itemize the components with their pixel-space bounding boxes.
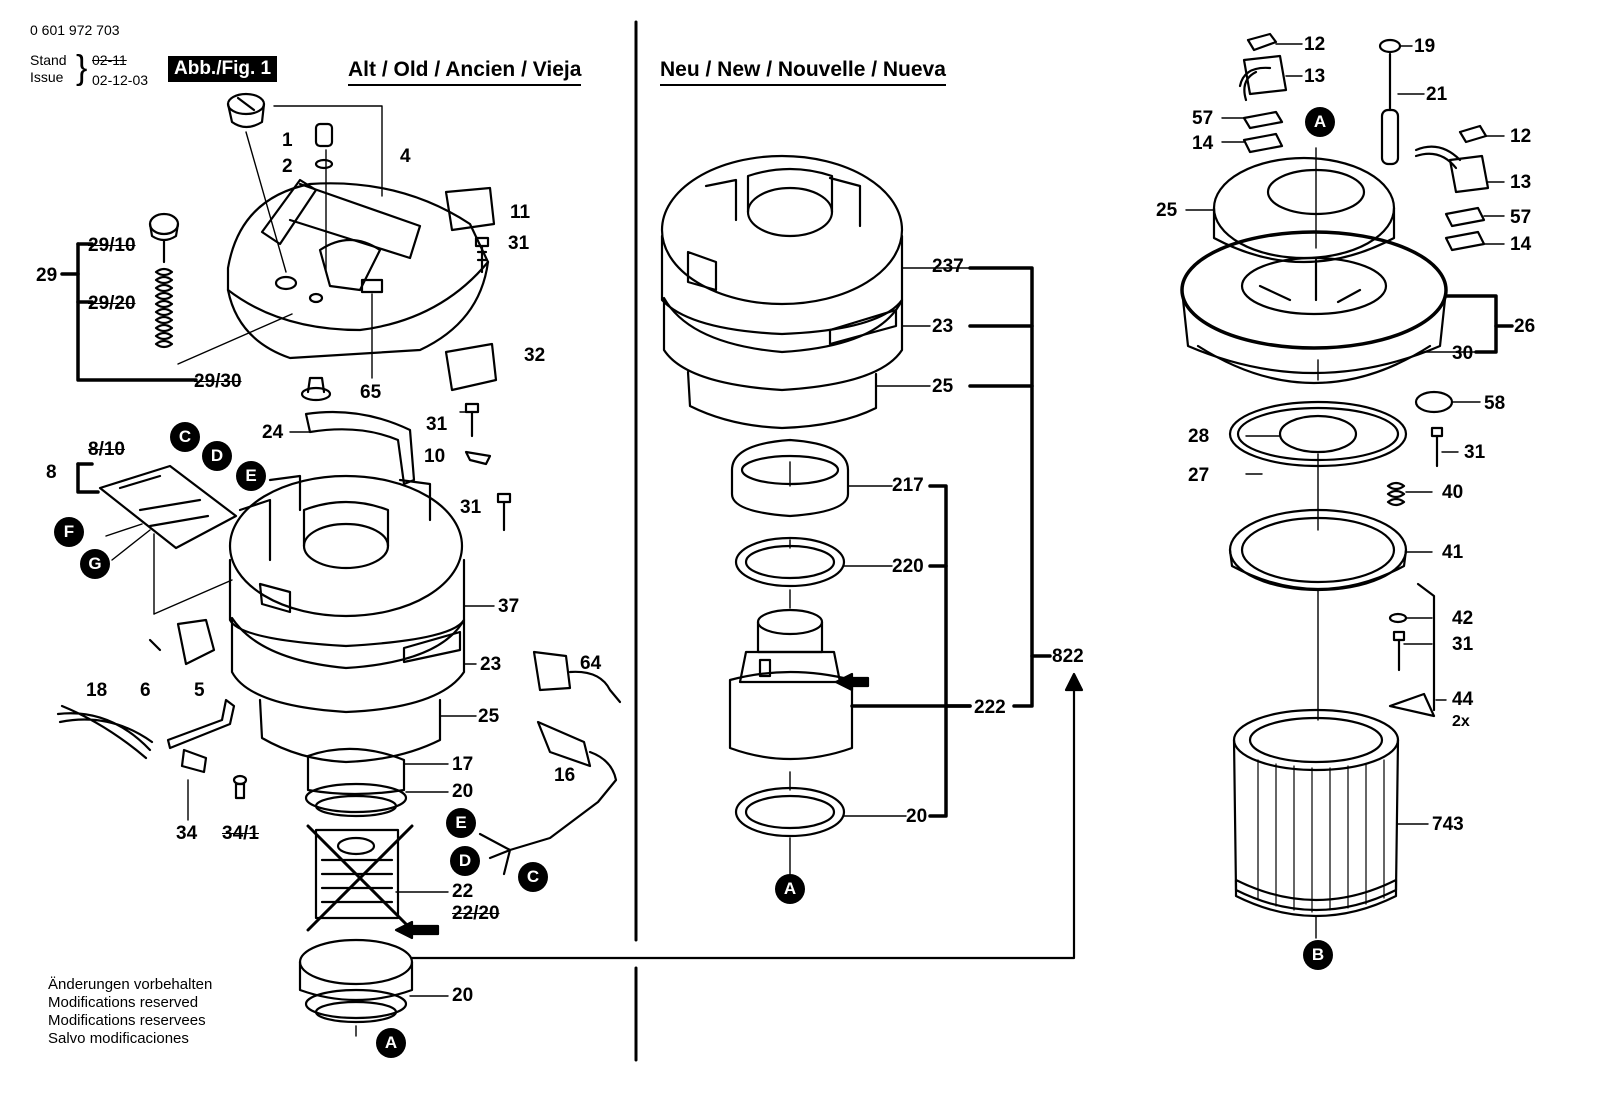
label-part-10: 10 [424,446,446,467]
marker-c-old: C [170,422,200,452]
label-right-26: 26 [1514,316,1536,337]
label-right-2x: 2x [1452,713,1470,730]
lid-housing [226,178,490,360]
label-part-29-20: 29/20 [88,293,136,314]
note-line-en: Modifications reserved [48,994,199,1011]
marker-f: F [54,517,84,547]
label-part-31-b: 31 [426,414,448,435]
marker-e-cord: E [446,808,476,838]
label-part-20-a: 20 [452,781,474,802]
note-line-es: Salvo modificaciones [48,1030,189,1047]
marker-c-cord: C [518,862,548,892]
marker-d-old: D [202,441,232,471]
label-new-220: 220 [892,556,924,577]
label-part-32: 32 [524,345,546,366]
label-part-34: 34 [176,823,198,844]
label-right-13-b: 13 [1510,172,1532,193]
marker-a-new: A [775,874,805,904]
old-date: 02-11 [92,52,127,68]
label-part-16: 16 [554,765,576,786]
label-right-21: 21 [1426,84,1448,105]
label-part-31-a: 31 [508,233,530,254]
label-part-25: 25 [478,706,500,727]
issue-label: Issue [30,69,64,85]
old-motor-housing [228,474,466,764]
label-part-18: 18 [86,680,108,701]
label-right-743: 743 [1432,814,1464,835]
brace-glyph: } [76,49,88,87]
label-part-22-20: 22/20 [452,903,500,924]
figure-label: Abb./Fig. 1 [168,56,278,82]
label-part-64: 64 [580,653,602,674]
label-part-22: 22 [452,881,474,902]
new-section-heading: Neu / New / Nouvelle / Nueva [660,58,946,86]
note-line-de: Änderungen vorbehalten [48,976,213,993]
label-right-19: 19 [1414,36,1436,57]
label-part-17: 17 [452,754,474,775]
label-part-11: 11 [510,202,531,223]
label-right-14-a: 14 [1192,133,1214,154]
label-right-12-a: 12 [1304,34,1326,55]
label-part-6: 6 [140,680,151,701]
label-part-31-c: 31 [460,497,482,518]
label-right-25: 25 [1156,200,1178,221]
label-part-2: 2 [282,156,293,177]
label-right-27: 27 [1188,465,1210,486]
marker-b: B [1303,940,1333,970]
label-new-217: 217 [892,475,924,496]
stand-label: Stand [30,52,67,68]
label-part-8: 8 [46,462,57,483]
label-right-13-a: 13 [1304,66,1326,87]
label-right-12-b: 12 [1510,126,1532,147]
label-part-29-30: 29/30 [194,371,242,392]
label-part-20-b: 20 [452,985,474,1006]
marker-a-old: A [376,1028,406,1058]
label-right-40: 40 [1442,482,1464,503]
label-part-5: 5 [194,680,205,701]
label-right-14-b: 14 [1510,234,1532,255]
new-motor-part [728,608,854,761]
label-right-28: 28 [1188,426,1210,447]
marker-a-right: A [1305,107,1335,137]
label-part-29: 29 [36,265,58,286]
label-right-42: 42 [1452,608,1474,629]
filter-cartridge [1232,708,1400,918]
marker-d-cord: D [450,846,480,876]
issue-date: 02-12-03 [92,72,149,88]
label-new-822: 822 [1052,646,1084,667]
label-new-237: 237 [932,256,964,277]
marker-g: G [80,549,110,579]
marker-e-old: E [236,461,266,491]
label-right-57-a: 57 [1192,108,1214,129]
label-new-222: 222 [974,697,1006,718]
knob-part [226,92,266,129]
label-right-31-b: 31 [1452,634,1474,655]
label-part-8-10: 8/10 [88,439,125,460]
label-part-4: 4 [400,146,411,167]
label-right-44: 44 [1452,689,1474,710]
label-right-30: 30 [1452,343,1474,364]
label-part-29-10: 29/10 [88,235,136,256]
part-number: 0 601 972 703 [30,22,120,38]
note-line-fr: Modifications reservees [48,1012,206,1029]
label-right-58: 58 [1484,393,1506,414]
label-part-34-1: 34/1 [222,823,259,844]
upper-filter-housing [1180,156,1448,384]
label-part-1: 1 [282,130,293,151]
label-new-20: 20 [906,806,928,827]
label-part-37: 37 [498,596,520,617]
label-part-24: 24 [262,422,284,443]
label-right-41: 41 [1442,542,1464,563]
old-section-heading: Alt / Old / Ancien / Vieja [348,58,582,86]
label-right-57-b: 57 [1510,207,1532,228]
new-motor-housing [660,154,904,430]
label-new-25: 25 [932,376,954,397]
label-right-31-a: 31 [1464,442,1486,463]
label-part-65: 65 [360,382,382,403]
label-new-23: 23 [932,316,954,337]
label-part-23: 23 [480,654,502,675]
